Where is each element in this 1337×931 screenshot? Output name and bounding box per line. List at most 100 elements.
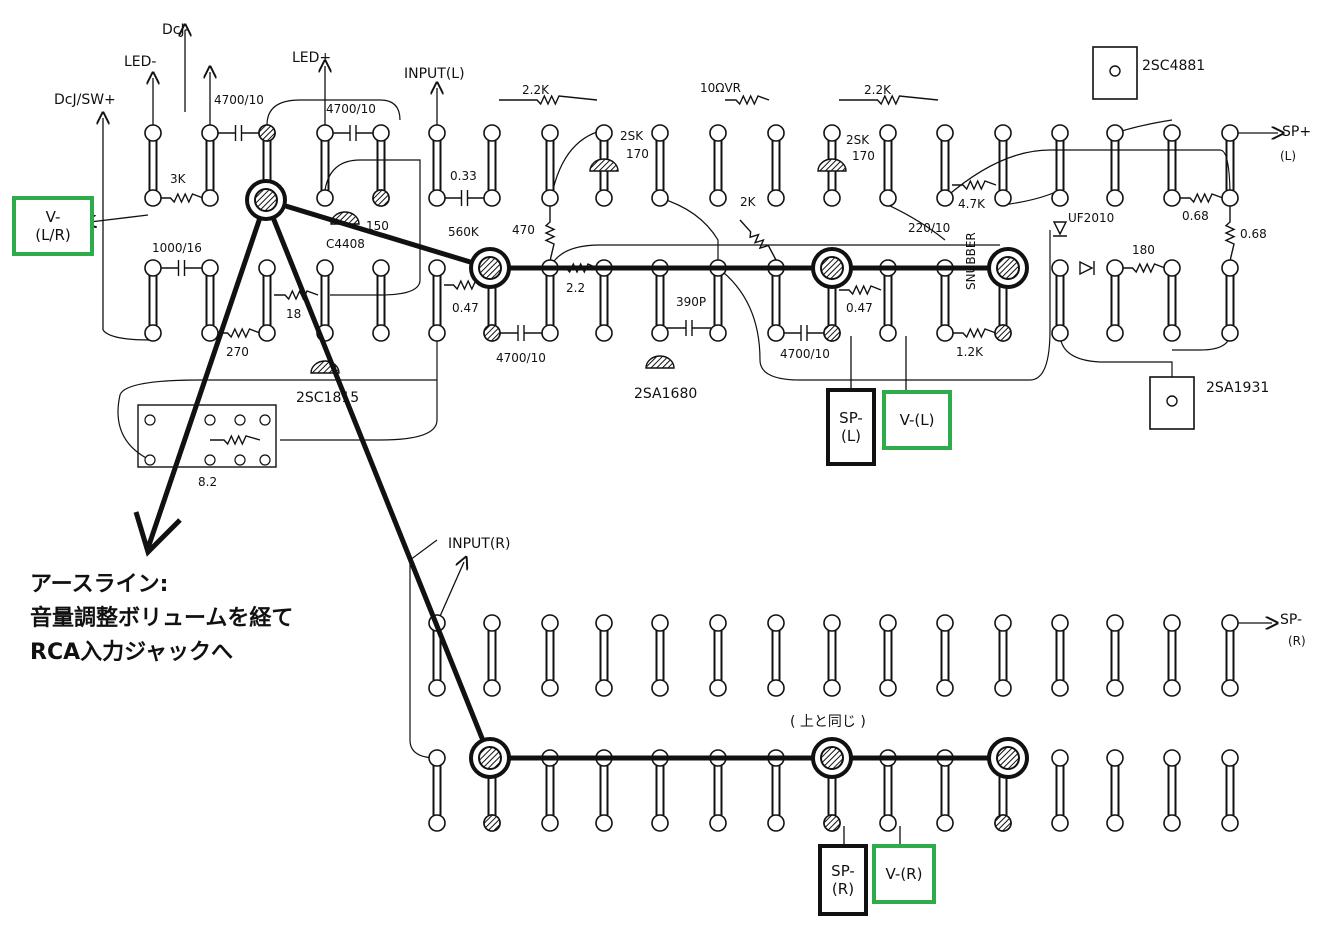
label-same-as-above: ( 上と同じ ) bbox=[790, 714, 866, 730]
strip-lower-b-14-pad-bottom bbox=[1221, 814, 1239, 832]
label-res-22k-b: 2.2K bbox=[864, 83, 892, 97]
label-dcj-sw-plus: DcJ/SW+ bbox=[54, 92, 116, 108]
v-minus-l-box: V-(L) bbox=[882, 390, 952, 450]
terminal-pad-6 bbox=[234, 454, 246, 466]
resistor-047-b bbox=[839, 284, 882, 296]
cap-390p bbox=[667, 320, 711, 336]
strip-lower-a-1-pad-top bbox=[483, 614, 501, 632]
sp-minus-l-line2: (L) bbox=[840, 427, 862, 445]
label-res-068-b: 0.68 bbox=[1240, 227, 1267, 241]
strip-upper-16-pad-top bbox=[1051, 124, 1069, 142]
v-minus-lr-box: V- (L/R) bbox=[12, 196, 94, 256]
strip-lower-a-14-pad-bottom bbox=[1221, 679, 1239, 697]
trimmer-10ohm bbox=[725, 94, 770, 106]
resistor-270 bbox=[217, 327, 261, 339]
strip-upper-6-pad-top bbox=[483, 124, 501, 142]
wire-8 bbox=[887, 204, 946, 241]
strip-upper-8-pad-bottom bbox=[595, 189, 613, 207]
label-cap-033: 0.33 bbox=[450, 169, 477, 183]
strip-lower-a-5-pad-top bbox=[709, 614, 727, 632]
wire-0 bbox=[266, 99, 401, 126]
ground-node-core-6 bbox=[996, 746, 1020, 770]
label-res-470: 470 bbox=[512, 223, 535, 237]
strip-upper-25-pad-bottom bbox=[428, 324, 446, 342]
semiconductor-0 bbox=[589, 158, 619, 172]
resistor-3k bbox=[160, 192, 204, 204]
v-minus-lr-line2: (L/R) bbox=[35, 226, 71, 244]
label-led-plus: LED+ bbox=[292, 50, 331, 66]
component-layer bbox=[137, 46, 1236, 468]
label-diode: UF2010 bbox=[1068, 211, 1114, 225]
strip-upper-15-pad-bottom bbox=[994, 189, 1012, 207]
strip-lower-a-4-pad-bottom bbox=[651, 679, 669, 697]
label-tr-2sc4881: 2SC4881 bbox=[1142, 58, 1205, 74]
caption-line-3: RCA入力ジャックへ bbox=[30, 640, 234, 665]
hatched-pad-3 bbox=[823, 324, 841, 342]
resistor-4k7 bbox=[952, 179, 997, 191]
label-input-r: INPUT(R) bbox=[448, 536, 511, 552]
resistor-068-b bbox=[1224, 205, 1236, 262]
strip-lower-a-13-pad-bottom bbox=[1163, 679, 1181, 697]
pad-layer bbox=[144, 124, 1239, 832]
strip-lower-b-13-pad-bottom bbox=[1163, 814, 1181, 832]
strip-upper-5-pad-bottom bbox=[428, 189, 446, 207]
strip-lower-b-4-pad-bottom bbox=[651, 814, 669, 832]
resistor-2k2-b bbox=[839, 94, 939, 106]
strip-upper-20-pad-top bbox=[144, 259, 162, 277]
strip-lower-b-12-pad-top bbox=[1106, 749, 1124, 767]
sp-minus-l-line1: SP- bbox=[839, 409, 863, 427]
power-tr-lower-hole bbox=[1166, 395, 1178, 407]
strip-upper-0-pad-bottom bbox=[144, 189, 162, 207]
label-vr-10: 10ΩVR bbox=[700, 81, 741, 95]
strip-upper-21-pad-bottom bbox=[201, 324, 219, 342]
strip-upper-33-pad-bottom bbox=[879, 324, 897, 342]
wire-12 bbox=[1172, 332, 1231, 351]
strip-lower-b-2-pad-bottom bbox=[541, 814, 559, 832]
strip-upper-31-pad-bottom bbox=[767, 324, 785, 342]
label-res-82: 8.2 bbox=[198, 475, 217, 489]
v-minus-r-box: V-(R) bbox=[872, 844, 936, 904]
label-led-minus: LED- bbox=[124, 54, 156, 70]
label-fet-a2: 170 bbox=[626, 147, 649, 161]
label-snubber: SNUBBER bbox=[964, 232, 978, 290]
strip-upper-7-pad-top bbox=[541, 124, 559, 142]
resistor-047-a bbox=[444, 279, 486, 291]
strip-lower-a-9-pad-top bbox=[936, 614, 954, 632]
terminal-pad-7 bbox=[259, 454, 271, 466]
strip-lower-b-14-pad-top bbox=[1221, 749, 1239, 767]
strip-lower-b-6-pad-bottom bbox=[767, 814, 785, 832]
resistor-2k-feed bbox=[739, 219, 777, 261]
strip-lower-b-9-pad-bottom bbox=[936, 814, 954, 832]
strip-lower-a-3-pad-bottom bbox=[595, 679, 613, 697]
terminal-pad-1 bbox=[204, 414, 216, 426]
strip-lower-b-0-pad-bottom bbox=[428, 814, 446, 832]
terminal-pad-2 bbox=[234, 414, 246, 426]
ground-node-core-0 bbox=[254, 188, 278, 212]
strip-upper-11-pad-bottom bbox=[767, 189, 785, 207]
cap-4700-a bbox=[217, 125, 260, 141]
label-tr-2sc1815: 2SC1815 bbox=[296, 390, 359, 406]
ground-node-layer bbox=[245, 179, 1029, 779]
label-res-047-a: 0.47 bbox=[452, 301, 479, 315]
strip-lower-b-11-pad-top bbox=[1051, 749, 1069, 767]
strip-lower-a-6-pad-top bbox=[767, 614, 785, 632]
label-sp-minus-r-sub: (R) bbox=[1288, 634, 1306, 648]
label-layer: DcJ- LED- LED+ DcJ/SW+ 4700/10 4700/10 I… bbox=[54, 22, 1311, 730]
strip-upper-6-pad-bottom bbox=[483, 189, 501, 207]
label-res-12k: 1.2K bbox=[956, 345, 984, 359]
strip-upper-10-pad-top bbox=[709, 124, 727, 142]
strip-lower-a-4-pad-top bbox=[651, 614, 669, 632]
strip-lower-b-0-pad-top bbox=[428, 749, 446, 767]
strip-upper-4-pad-top bbox=[372, 124, 390, 142]
strip-upper-38-pad-top bbox=[1163, 259, 1181, 277]
strip-upper-37-pad-top bbox=[1106, 259, 1124, 277]
strip-upper-24-pad-top bbox=[372, 259, 390, 277]
ground-arrowhead bbox=[133, 511, 182, 557]
ground-line-group bbox=[133, 197, 1008, 761]
strip-lower-a-3-pad-top bbox=[595, 614, 613, 632]
resistor-470 bbox=[544, 205, 556, 262]
strip-upper-27-pad-bottom bbox=[541, 324, 559, 342]
strip-lower-b-13-pad-top bbox=[1163, 749, 1181, 767]
strip-upper-10-pad-bottom bbox=[709, 189, 727, 207]
strip-upper-9-pad-top bbox=[651, 124, 669, 142]
